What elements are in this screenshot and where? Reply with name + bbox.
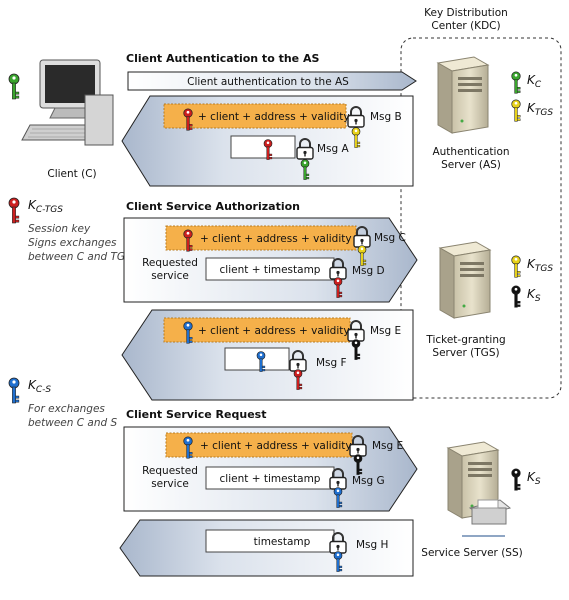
legend-ctgs-desc-3: between C and TGS xyxy=(28,251,132,263)
ticket-msg-c: + client + address + validity xyxy=(165,225,357,251)
auth-request-arrow: Client authentication to the AS xyxy=(127,71,417,91)
client-label: Client (C) xyxy=(47,168,96,180)
requested-service-1: Requested xyxy=(142,257,198,269)
timestamp-h: timestamp xyxy=(254,536,311,548)
msg-c-label: Msg C xyxy=(374,232,406,244)
msg-a-label: Msg A xyxy=(317,143,350,155)
legend-cs-desc-2: between C and S xyxy=(28,417,118,429)
as-server-icon xyxy=(437,56,489,134)
kdc-title-line2: Center (KDC) xyxy=(431,20,500,32)
ss-ks-key-icon xyxy=(511,468,521,491)
msg-e-label-2: Msg E xyxy=(372,440,403,452)
tgs-ks-label: KS xyxy=(527,287,541,304)
legend-ctgs-desc-1: Session key xyxy=(28,223,91,235)
svg-text:+ client + address + validity: + client + address + validity xyxy=(198,111,350,123)
as-ktgs-label: KTGS xyxy=(527,101,553,118)
as-kc-label: KC xyxy=(527,73,542,90)
ss-label: Service Server (SS) xyxy=(421,547,522,559)
tgs-ks-key-icon xyxy=(511,285,521,308)
legend-cs-key: KC-S xyxy=(28,378,51,395)
tgs-ktgs-label: KTGS xyxy=(527,257,553,274)
as-kc-key-icon xyxy=(511,71,521,94)
computer-icon xyxy=(21,59,114,146)
msg-f-label: Msg F xyxy=(316,357,347,369)
section-title-auth: Client Authentication to the AS xyxy=(126,52,319,65)
section-title-authorization: Client Service Authorization xyxy=(126,200,300,213)
ticket-msg-b: + client + address + validity xyxy=(163,103,350,129)
client-key-icon xyxy=(8,73,20,100)
client-timestamp-g: client + timestamp xyxy=(220,473,321,485)
ticket-msg-e-2: + client + address + validity xyxy=(165,432,353,458)
as-ktgs-key-icon xyxy=(511,99,521,122)
msg-g-label: Msg G xyxy=(352,475,385,487)
kdc-title-line1: Key Distribution xyxy=(424,7,508,19)
msg-e-label-1: Msg E xyxy=(370,325,401,337)
requested-service-3: Requested xyxy=(142,465,198,477)
printer-icon xyxy=(468,499,512,525)
msg-b-label: Msg B xyxy=(370,111,402,123)
legend-ctgs-key: KC-TGS xyxy=(28,198,63,215)
section-title-request: Client Service Request xyxy=(126,408,266,421)
tgs-label-1: Ticket-granting xyxy=(425,334,505,346)
requested-service-2: service xyxy=(151,270,189,282)
msg-h-label: Msg H xyxy=(356,539,388,551)
svg-text:+ client + address + validity: + client + address + validity xyxy=(200,440,352,452)
as-label-2: Server (AS) xyxy=(441,159,501,171)
tgs-ktgs-key-icon xyxy=(511,255,521,278)
tgs-server-icon xyxy=(439,241,491,319)
ss-ks-label: KS xyxy=(527,470,541,487)
msg-d-label: Msg D xyxy=(352,265,385,277)
client-timestamp-d: client + timestamp xyxy=(220,264,321,276)
as-label-1: Authentication xyxy=(432,146,509,158)
msg-f-box xyxy=(224,347,290,371)
svg-text:+ client + address + validity: + client + address + validity xyxy=(200,233,352,245)
legend-key-ctgs-icon xyxy=(8,197,20,224)
kdc-boundary xyxy=(400,37,562,399)
svg-text:+ client + address + validity: + client + address + validity xyxy=(198,325,350,337)
legend-ctgs-desc-2: Signs exchanges xyxy=(28,237,117,249)
legend-cs-desc-1: For exchanges xyxy=(28,403,105,415)
tgs-label-2: Server (TGS) xyxy=(432,347,499,359)
legend-key-cs-icon xyxy=(8,377,20,404)
requested-service-4: service xyxy=(151,478,189,490)
svg-text:Client authentication to the A: Client authentication to the AS xyxy=(187,76,349,88)
msg-a-box xyxy=(230,135,296,159)
